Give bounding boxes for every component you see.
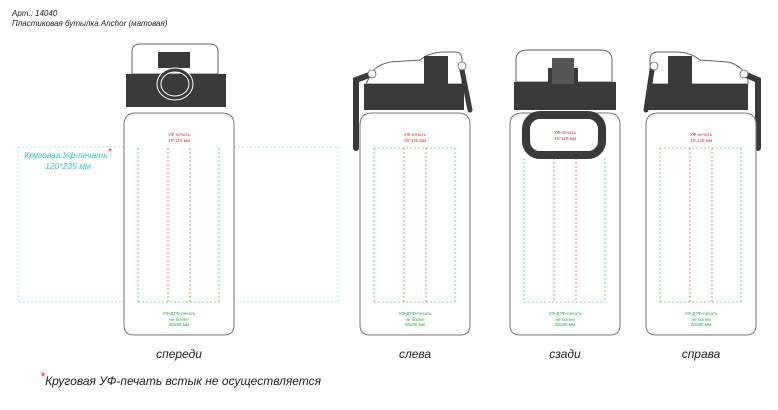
front-uvdtf-print-label: УФ-ДТФ-печать не более 60x90 мм [162,311,196,327]
back-body [509,112,621,336]
left-handle [353,71,375,151]
front-body [123,112,235,336]
wrap-print-size: 120*235 мм [45,161,91,171]
right-cap-lid [649,51,749,85]
bottle-left [353,51,473,336]
footnote-star: * [40,369,46,384]
wrap-print-title: Круговая Уф-печать [24,150,108,160]
left-cap-band [364,84,464,110]
right-uv-print-label: УФ-печать 15*120 мм [689,132,713,143]
footnote-text: Круговая УФ-печать встык не осуществляет… [45,374,322,388]
right-cap-band [648,84,748,110]
front-cap-band [126,74,226,107]
left-uvdtf-print-label: УФ-ДТФ-печать не более 60x90 мм [398,311,432,327]
wrap-print-label: Круговая Уф-печать* 120*235 мм [18,147,118,172]
front-uv-print-label: УФ-печать 15*120 мм [167,132,191,143]
back-uvdtf-print-label: УФ-ДТФ-печать не более 60x90 мм [548,311,582,327]
bottle-right [643,51,761,336]
wrap-print-star: * [107,147,112,158]
view-label-front: спереди [156,347,202,361]
footnote: *Круговая УФ-печать встык не осуществляе… [40,369,322,388]
view-label-back: сзади [549,347,581,361]
back-handle-loop [522,111,606,159]
right-handle [741,71,761,151]
view-label-right: справа [681,347,721,361]
right-body [645,112,757,336]
left-uv-print-label: УФ-печать 15*120 мм [403,132,427,143]
product-name: Пластиковая бутылка Anchor (матовая) [12,19,168,28]
back-cap-band [514,82,616,110]
back-uv-print-label: УФ-печать 15*120 мм [553,130,577,141]
bottle-back [509,49,621,336]
view-label-left: слева [398,347,432,361]
article-number: Арт.: 14040 [12,9,58,18]
left-body [359,112,471,336]
right-uvdtf-print-label: УФ-ДТФ-печать не более 60x90 мм [684,311,718,327]
bottle-front [123,43,235,336]
